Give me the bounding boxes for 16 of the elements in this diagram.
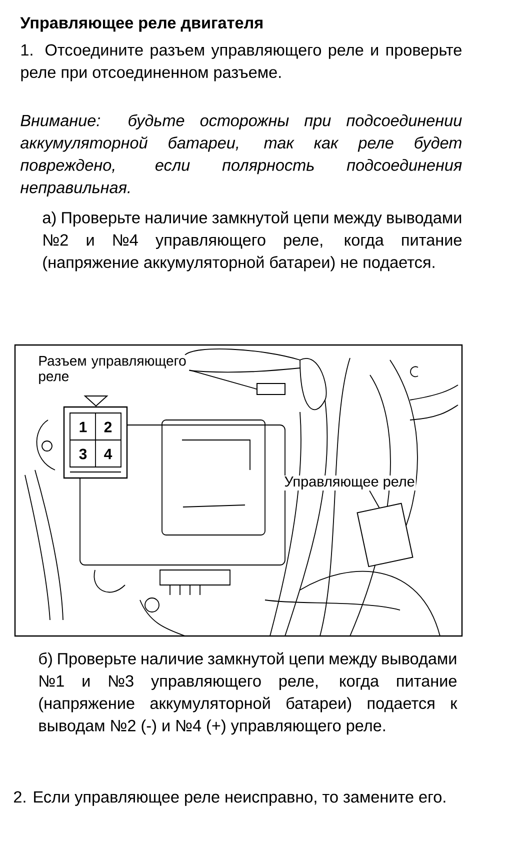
pin-number: 1: [80, 422, 87, 432]
paragraph: Внимание: будьте осторожны при подсоединении аккумуляторной батареи, так как реле будет повреждено, если полярность подсоединения неправильная.: [20, 114, 462, 196]
relay-connector: [256, 383, 286, 395]
heading: Управляющее реле двигателя: [20, 17, 262, 32]
paragraph: а) Проверьте наличие замкнутой цепи между выводами №2 и №4 управляющего реле, когда питание (напряжение аккумуляторной батареи) не подается.: [42, 211, 462, 272]
leader-line: [369, 490, 380, 508]
relay-box: [356, 502, 414, 568]
paragraph: 1. Отсоедините разъем управляющего реле и проверьте реле при отсоединенном разъеме.: [21, 44, 462, 82]
pin-number: 4: [104, 448, 112, 460]
paragraph: б) Проверьте наличие замкнутой цепи между выводами №1 и №3 управляющего реле, когда питание (напряжение аккумуляторной батареи) подается к выводам №2 (-) и №4 (+) управляющего реле.: [39, 652, 458, 735]
leader-line: [188, 370, 257, 390]
pin-number: 3: [79, 448, 87, 460]
callout-label: Управляющее реле: [283, 476, 416, 490]
paragraph: 2. Если управляющее реле неисправно, то замените его.: [14, 791, 446, 806]
pin-number: 2: [104, 422, 112, 432]
callout-label: Разъем управляющего реле: [37, 355, 190, 385]
